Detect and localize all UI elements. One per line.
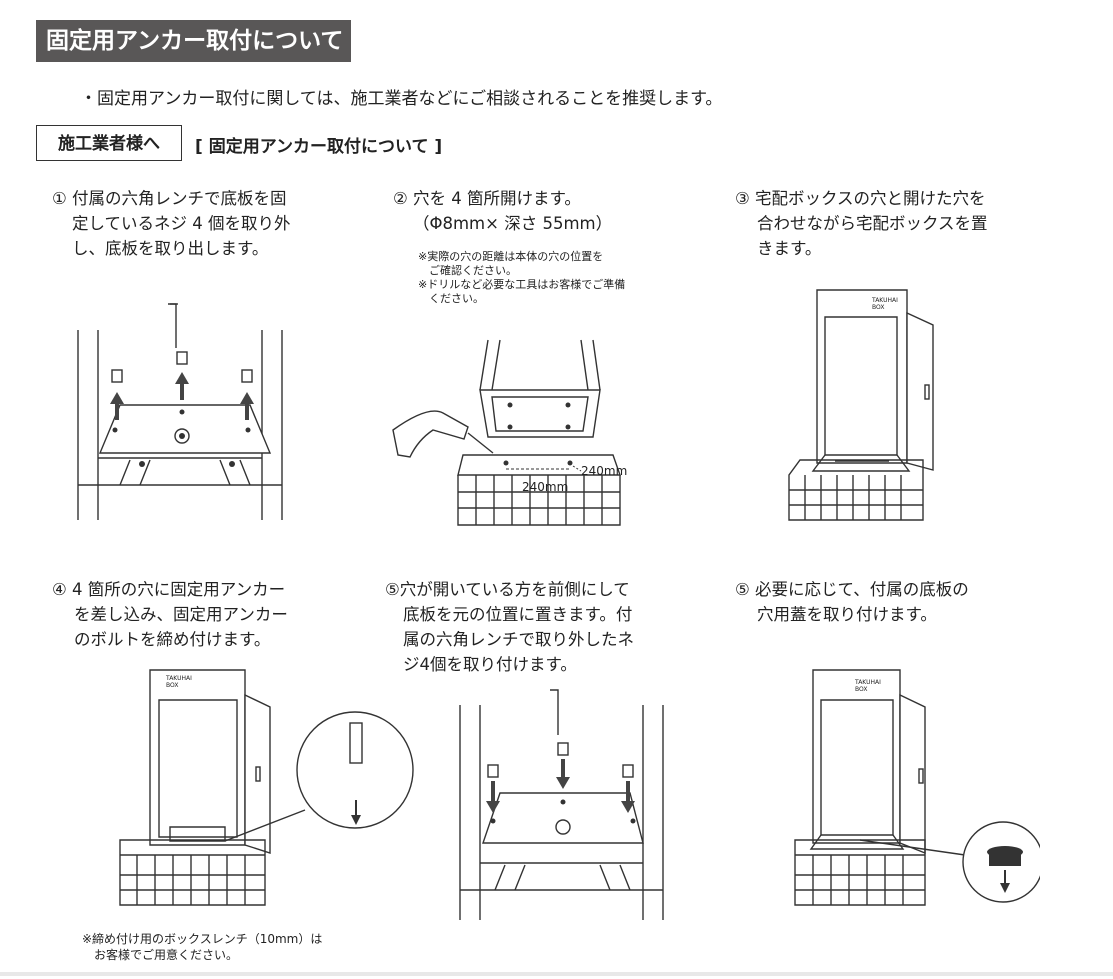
- step-1-line-1: 付属の六角レンチで底板を固: [72, 189, 287, 208]
- step-6-line-2: 穴用蓋を取り付けます。: [757, 605, 937, 624]
- section-header: 固定用アンカー取付について: [36, 20, 351, 62]
- step-5-line-2: 底板を元の位置に置きます。付: [403, 605, 633, 624]
- brand-label-4-line-1: TAKUHAI: [166, 675, 192, 682]
- step-5-number: ⑤: [385, 580, 400, 599]
- contractor-label-box: 施工業者様へ: [36, 125, 182, 161]
- dimension-label-1: 240mm: [581, 464, 628, 478]
- bottom-divider: [0, 972, 1113, 976]
- step-2-number: ②: [393, 189, 408, 208]
- brand-label-4-line-2: BOX: [166, 682, 179, 689]
- step-2-notes: ※実際の穴の距離は本体の穴の位置を ご確認ください。 ※ドリルなど必要な工具はお…: [418, 250, 625, 306]
- step-2-note-3: ※ドリルなど必要な工具はお客様でご準備: [418, 278, 626, 291]
- dimension-label-2: 240mm: [522, 480, 569, 494]
- step-2-line-2: （Φ8mm× 深さ 55mm）: [413, 214, 613, 233]
- step-2-line-1: 穴を 4 箇所開けます。: [413, 189, 581, 208]
- step-4-number: ④: [52, 580, 67, 599]
- figure-place-box: [788, 289, 934, 521]
- step-1-line-2: 定しているネジ 4 個を取り外: [72, 214, 291, 233]
- figure-drill-holes: [392, 339, 621, 526]
- bottom-note: ※締め付け用のボックスレンチ（10mm）は お客様でご用意ください。: [82, 931, 322, 963]
- brand-label-4: TAKUHAI BOX: [166, 675, 192, 689]
- step-5-line-1: 穴が開いている方を前側にして: [399, 580, 630, 599]
- step-6-number: ⑤: [735, 580, 750, 599]
- figure-hole-cap: [794, 669, 1040, 906]
- brand-label-6-line-2: BOX: [855, 686, 868, 693]
- step-3-line-3: きます。: [757, 239, 822, 258]
- step-3: ③ 宅配ボックスの穴と開けた穴を 合わせながら宅配ボックスを置 きます。: [735, 186, 988, 261]
- step-4-line-2: を差し込み、固定用アンカー: [74, 605, 288, 624]
- step-5: ⑤穴が開いている方を前側にして 底板を元の位置に置きます。付 属の六角レンチで取…: [385, 577, 634, 677]
- brand-label-6: TAKUHAI BOX: [855, 679, 881, 693]
- step-4: ④ 4 箇所の穴に固定用アンカー を差し込み、固定用アンカー のボルトを締め付け…: [52, 577, 288, 652]
- brand-label-6-line-1: TAKUHAI: [855, 679, 881, 686]
- subsection-title: [ 固定用アンカー取付について ]: [195, 137, 443, 157]
- step-5-line-4: ジ4個を取り付けます。: [403, 655, 577, 674]
- step-2-note-1: ※実際の穴の距離は本体の穴の位置を: [418, 250, 604, 263]
- bottom-note-line-2: お客様でご用意ください。: [82, 948, 239, 962]
- brand-label-3: TAKUHAI BOX: [872, 297, 898, 311]
- step-2: ② 穴を 4 箇所開けます。 （Φ8mm× 深さ 55mm）: [393, 186, 612, 236]
- bottom-note-line-1: ※締め付け用のボックスレンチ（10mm）は: [82, 932, 323, 946]
- figure-insert-anchors: [119, 669, 414, 906]
- step-4-line-3: のボルトを締め付けます。: [74, 630, 271, 649]
- step-1-number: ①: [52, 189, 67, 208]
- step-2-note-2: ご確認ください。: [418, 264, 517, 277]
- step-6: ⑤ 必要に応じて、付属の底板の 穴用蓋を取り付けます。: [735, 577, 969, 627]
- step-3-number: ③: [735, 189, 750, 208]
- figure-remove-base-plate: [77, 303, 283, 520]
- brand-label-3-line-2: BOX: [872, 304, 885, 311]
- step-1: ① 付属の六角レンチで底板を固 定しているネジ 4 個を取り外 し、底板を取り出…: [52, 186, 291, 261]
- figure-replace-base-plate: [459, 689, 664, 920]
- step-4-line-1: 4 箇所の穴に固定用アンカー: [72, 580, 286, 599]
- step-3-line-2: 合わせながら宅配ボックスを置: [757, 214, 988, 233]
- step-3-line-1: 宅配ボックスの穴と開けた穴を: [755, 189, 986, 208]
- brand-label-3-line-1: TAKUHAI: [872, 297, 898, 304]
- step-6-line-1: 必要に応じて、付属の底板の: [755, 580, 969, 599]
- step-5-line-3: 属の六角レンチで取り外したネ: [403, 630, 634, 649]
- step-1-line-3: し、底板を取り出します。: [72, 239, 269, 258]
- intro-text: ・固定用アンカー取付に関しては、施工業者などにご相談されることを推奨します。: [80, 89, 723, 109]
- step-2-note-4: ください。: [418, 292, 484, 305]
